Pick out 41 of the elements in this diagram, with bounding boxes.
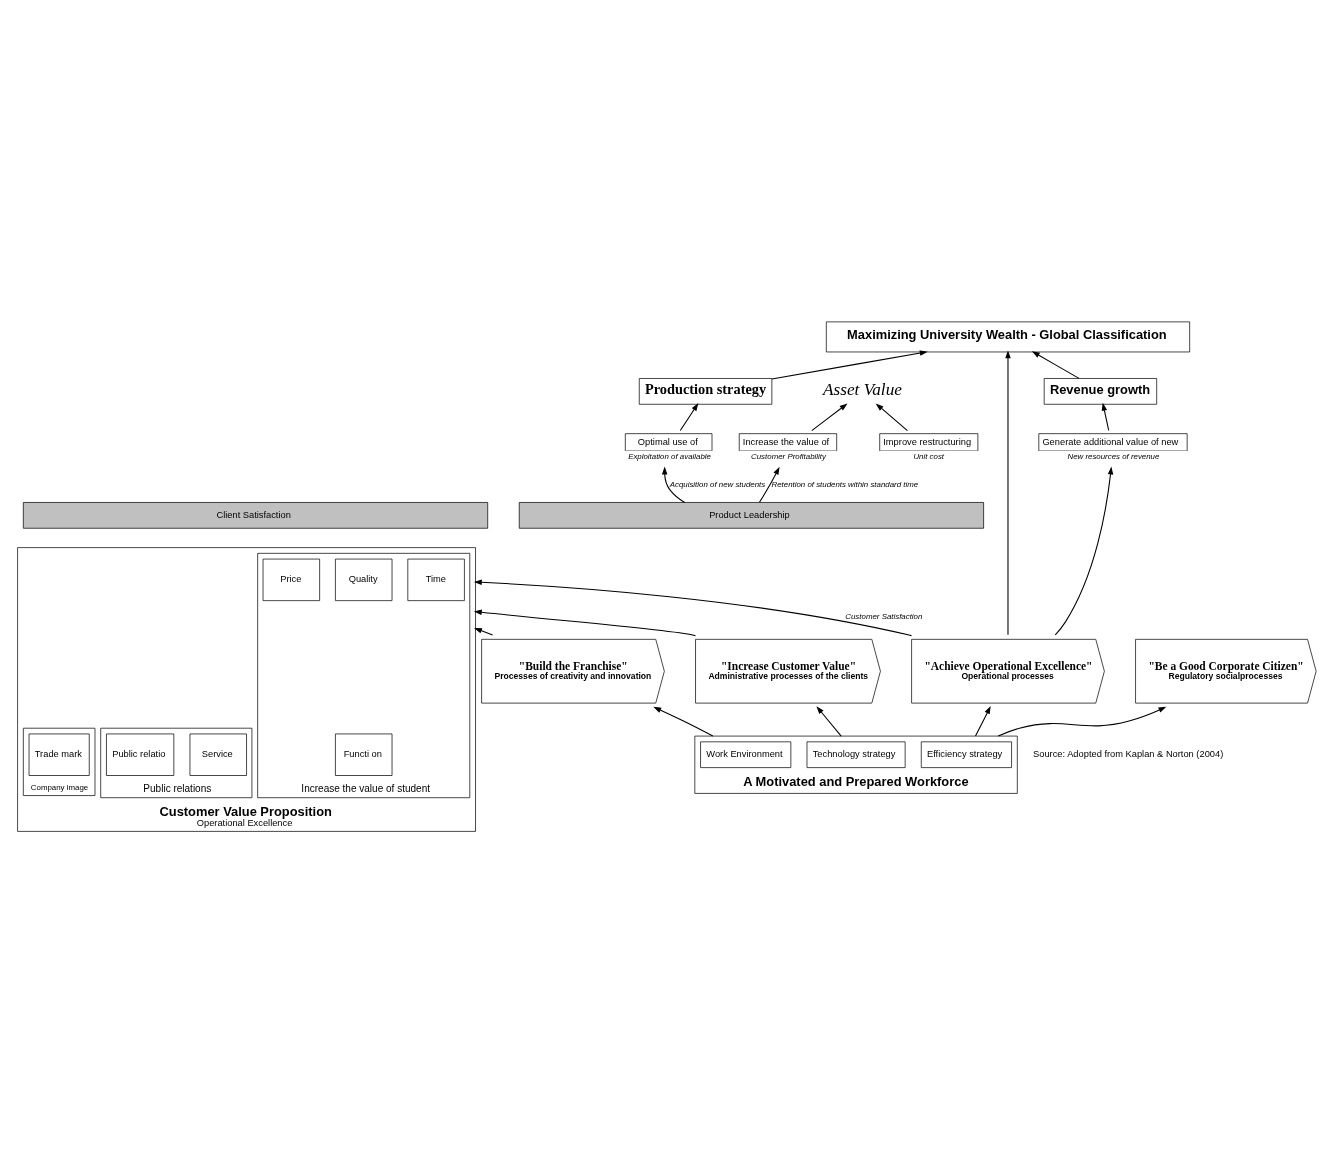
arrow (1005, 349, 1011, 635)
arrow (1101, 402, 1110, 431)
node-box: Time (407, 558, 465, 601)
edge-label: Acquisition of new students (669, 479, 766, 489)
arrow (473, 609, 697, 636)
node-box: Product Leadership (518, 501, 984, 529)
node-label: Exploitation of available (628, 451, 711, 461)
arrow (474, 627, 494, 635)
node-label: Unit cost (913, 451, 945, 461)
edge-label: Retention of students within standard time (771, 479, 919, 489)
node-box: Maximizing University Wealth - Global Classification (825, 321, 1190, 352)
edge-label: Customer Satisfaction (845, 611, 923, 621)
node-label: New resources of revenue (1067, 451, 1160, 461)
arrow (1054, 466, 1114, 635)
arrow (997, 706, 1167, 737)
node-box: Work Environment (700, 740, 792, 768)
node-box: Public relatio (106, 733, 175, 776)
arrow (771, 349, 928, 380)
arrow (679, 402, 699, 431)
node-text: Asset Value (823, 379, 902, 399)
arrow (1031, 350, 1080, 379)
node-label: Customer Profitability (751, 451, 826, 461)
node-box: Revenue growth (1043, 377, 1158, 405)
node-box: Trade mark (28, 733, 90, 776)
arrow (653, 706, 714, 737)
node-box: Efficiency strategy (920, 740, 1012, 768)
arrow (473, 579, 913, 636)
arrow (811, 402, 848, 431)
label: Source: Adopted from Kaplan & Norton (2004) (1033, 748, 1224, 759)
arrow (816, 705, 842, 737)
node-box: Technology strategy (806, 740, 906, 768)
node-box: Production strategy (638, 377, 773, 405)
arrow (974, 705, 991, 737)
arrow (661, 466, 686, 503)
node-box: Quality (335, 558, 393, 601)
node-box: Service (189, 733, 247, 776)
node-box: Price (262, 558, 320, 601)
arrow (875, 402, 908, 431)
node-box: Client Satisfaction (22, 501, 489, 529)
node-box: Functi on (335, 733, 393, 776)
arrow (758, 466, 780, 503)
